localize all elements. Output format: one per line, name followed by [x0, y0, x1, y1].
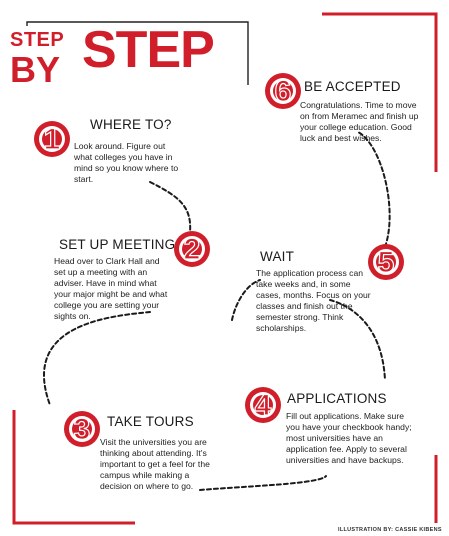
step-number-5: 5 — [378, 246, 395, 279]
step-1-heading: WHERE TO? — [90, 117, 172, 132]
connector-2-3 — [43, 311, 151, 406]
connector-1-2 — [149, 181, 192, 233]
step-6-text: Congratulations. Time to move on from Me… — [300, 100, 419, 143]
step-3-heading: TAKE TOURS — [107, 414, 194, 429]
step-5-heading: WAIT — [260, 249, 295, 264]
connector-wait-left — [231, 279, 261, 321]
step-number-3: 3 — [74, 413, 91, 446]
step-4-text: Fill out applications. Make sure you hav… — [286, 411, 412, 465]
step-number-6: 6 — [275, 75, 292, 108]
title-by: BY — [10, 49, 61, 90]
step-6-heading: BE ACCEPTED — [304, 79, 401, 94]
step-4-heading: APPLICATIONS — [287, 391, 387, 406]
connector-5-6 — [357, 131, 391, 248]
step-5-text: The application process can take weeks a… — [256, 268, 371, 333]
step-2-text: Head over to Clark Hall and set up a mee… — [54, 256, 168, 321]
step-number-2: 2 — [184, 233, 201, 266]
step-2-heading: SET UP MEETING — [59, 237, 176, 252]
step-3-text: Visit the universities you are thinking … — [100, 437, 210, 491]
illustration-credit: ILLUSTRATION BY: CASSIE KIBENS — [338, 527, 442, 533]
step-badge-6: 6 — [265, 73, 301, 109]
red-corner-top-right — [322, 12, 438, 172]
step-badge-4: 4 — [245, 387, 281, 423]
title-step-large: STEP — [82, 21, 215, 79]
connector-4-5 — [329, 299, 386, 381]
step-badge-1: 1 — [34, 121, 70, 157]
step-badge-2: 2 — [174, 231, 210, 267]
connector-3-4 — [199, 475, 327, 491]
step-badge-5: 5 — [368, 244, 404, 280]
red-corner-bottom-left — [12, 410, 135, 525]
step-number-4: 4 — [255, 389, 272, 422]
title-frame-line — [26, 21, 249, 85]
step-number-1: 1 — [44, 123, 61, 156]
title-step-small: STEP — [10, 29, 65, 51]
step-badge-3: 3 — [64, 411, 100, 447]
step-1-text: Look around. Figure out what colleges yo… — [74, 141, 179, 184]
